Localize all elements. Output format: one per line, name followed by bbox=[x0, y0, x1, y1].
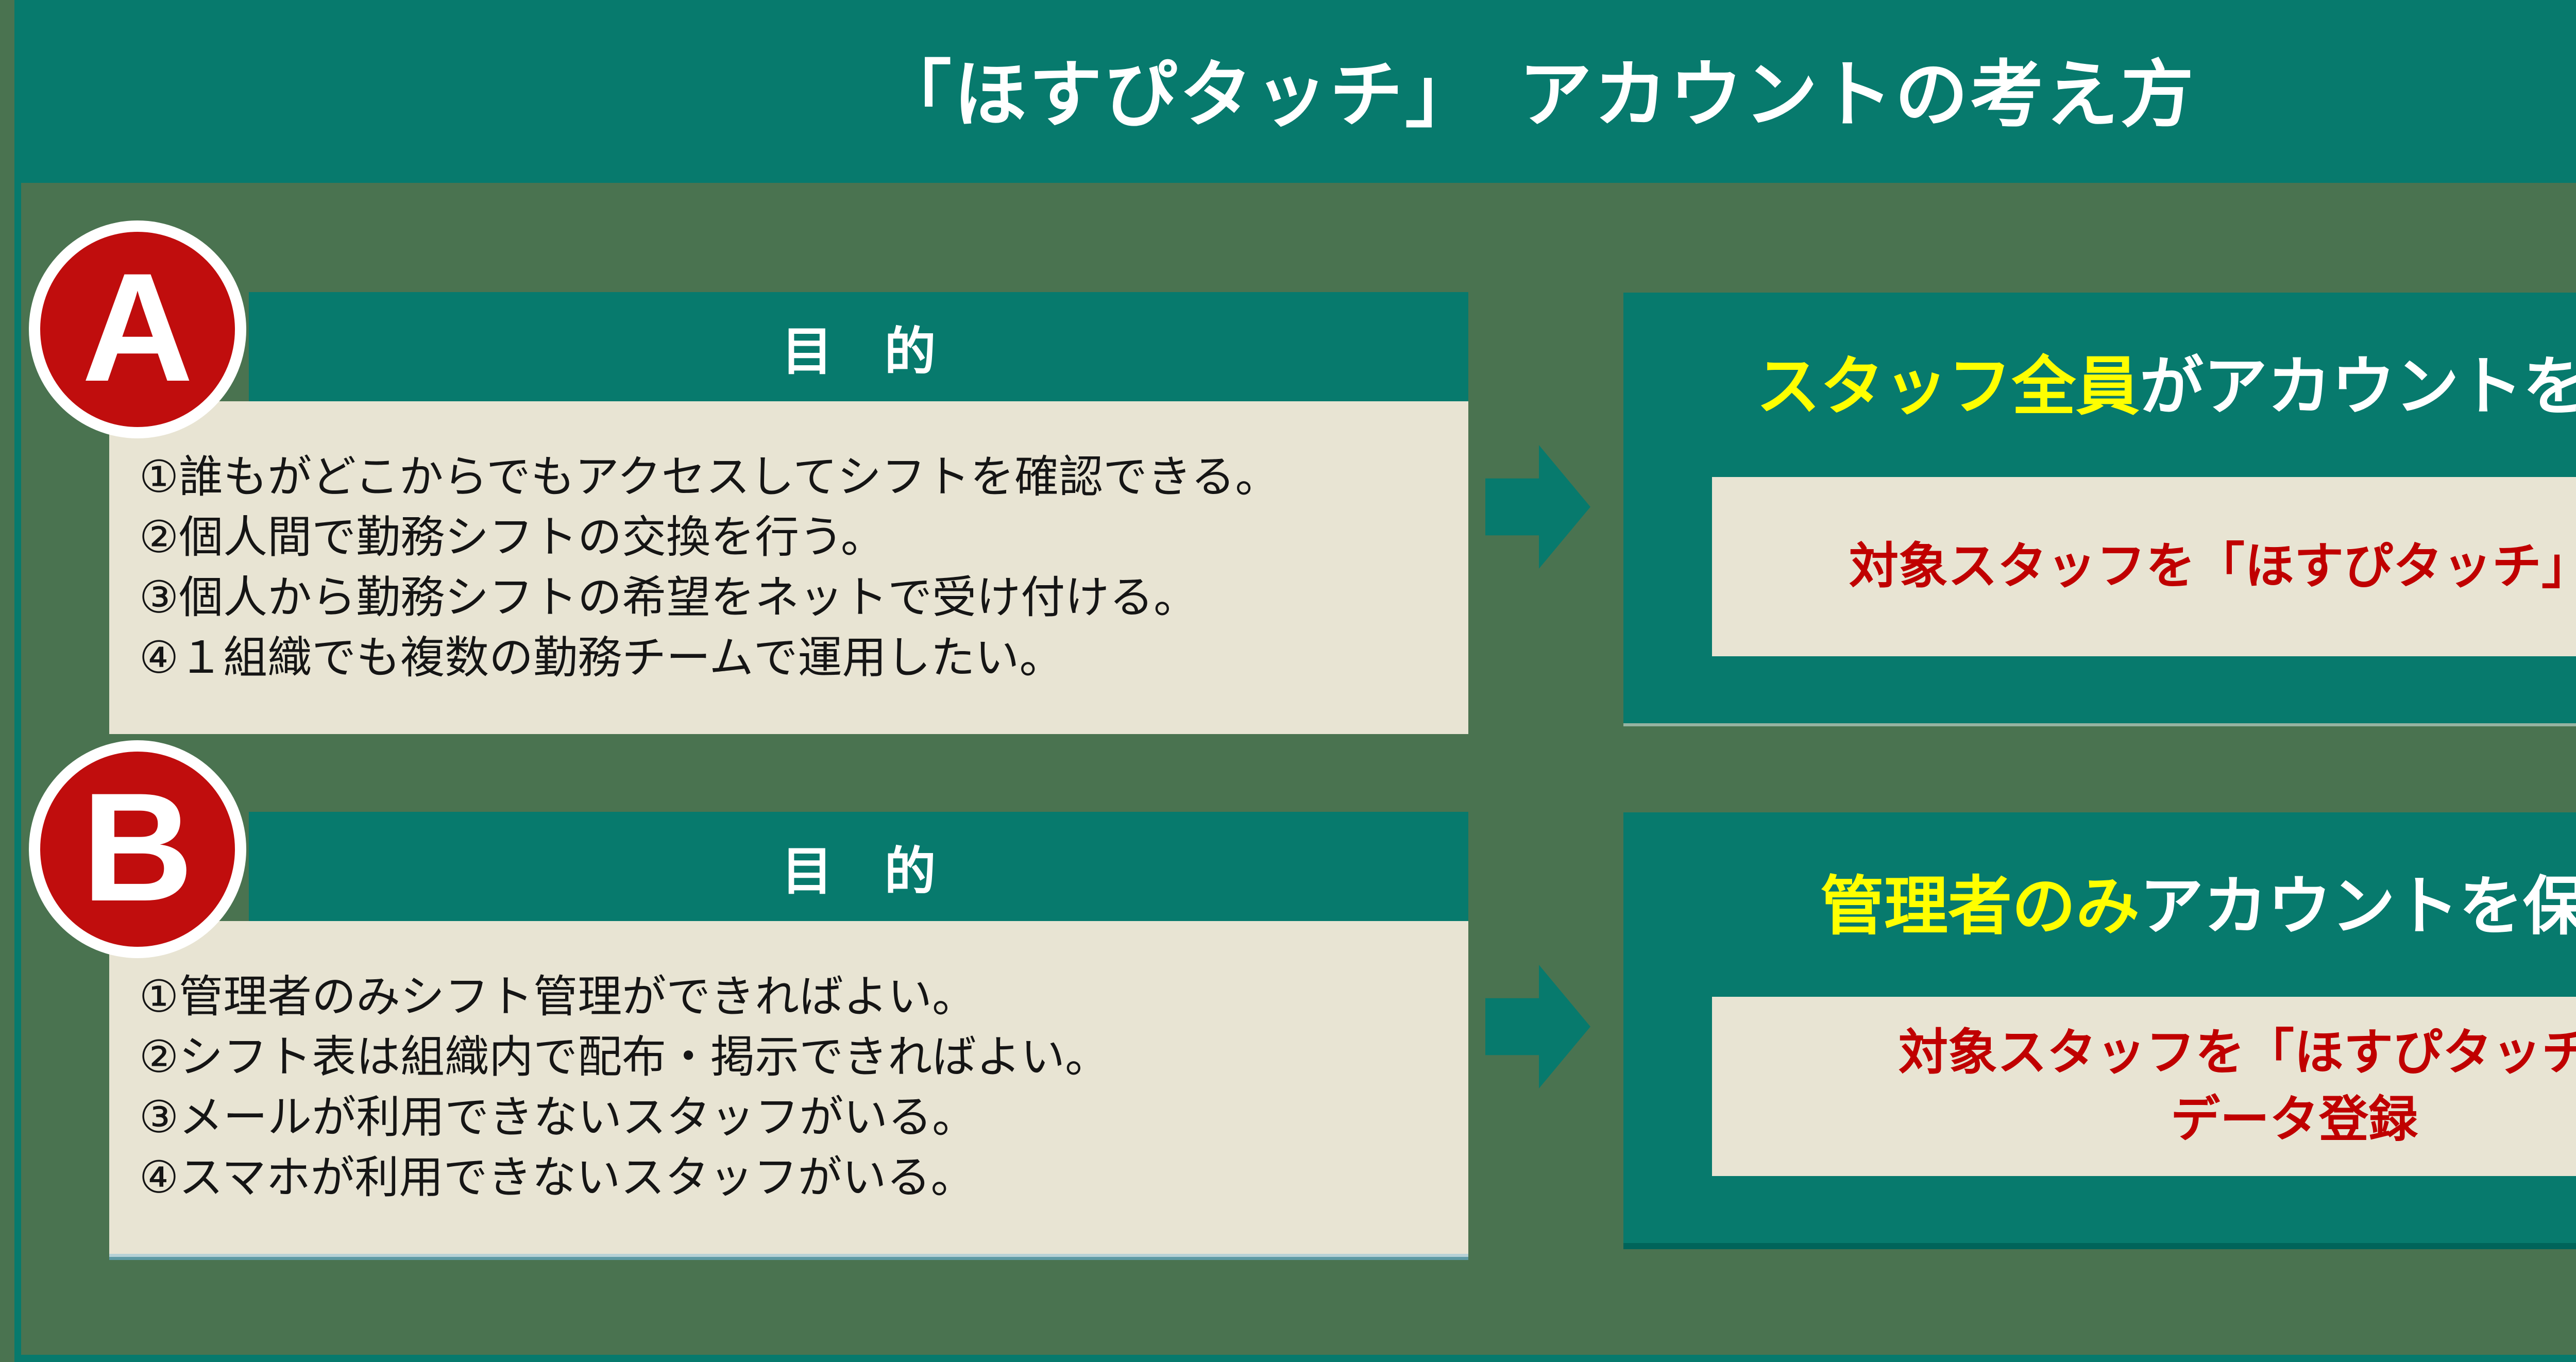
section-a-badge: A bbox=[29, 220, 246, 438]
list-item: ②個人間で勤務シフトの交換を行う。 bbox=[139, 513, 885, 562]
list-item: ①誰もがどこからでもアクセスしてシフトを確認できる。 bbox=[139, 452, 1280, 502]
section-b-action-box: 対象スタッフを「ほすぴタッチ」に データ登録 bbox=[1712, 997, 2576, 1176]
section-a-purpose-header: 目 的 bbox=[249, 292, 1468, 401]
page-title: 「ほすぴタッチ」 アカウントの考え方 bbox=[878, 54, 2196, 136]
list-item: ①管理者のみシフト管理ができればよい。 bbox=[139, 972, 977, 1022]
list-item: ④スマホが利用できないスタッフがいる。 bbox=[139, 1153, 975, 1202]
section-a-heading-rest: がアカウントを保有する bbox=[2140, 351, 2576, 422]
section-b-purpose-header: 目 的 bbox=[249, 812, 1468, 921]
section-b-conclusion-panel: 管理者のみアカウントを保有する 対象スタッフを「ほすぴタッチ」に データ登録 bbox=[1623, 812, 2576, 1243]
section-b-action-text-line2: データ登録 bbox=[2171, 1092, 2418, 1147]
section-a-conclusion-panel: スタッフ全員がアカウントを保有する 対象スタッフを「ほすぴタッチ」へ招待 bbox=[1623, 293, 2576, 723]
section-a-conclusion-heading: スタッフ全員がアカウントを保有する bbox=[1623, 352, 2576, 421]
section-a-badge-letter: A bbox=[81, 240, 194, 414]
section-b-heading-highlight: 管理者のみ bbox=[1820, 871, 2140, 942]
section-b-purpose-box: ①管理者のみシフト管理ができればよい。 ②シフト表は組織内で配布・掲示できればよ… bbox=[109, 921, 1468, 1254]
section-b-purpose-title: 目 的 bbox=[781, 842, 936, 900]
section-a-action-box: 対象スタッフを「ほすぴタッチ」へ招待 bbox=[1712, 477, 2576, 656]
frame-border-bottom bbox=[14, 1355, 2576, 1362]
right-arrow-icon bbox=[1485, 445, 1590, 569]
section-b-badge: B bbox=[29, 740, 246, 958]
section-b-action-text-line1: 対象スタッフを「ほすぴタッチ」に bbox=[1899, 1025, 2576, 1080]
section-a-heading-highlight: スタッフ全員 bbox=[1756, 351, 2140, 422]
slide-header: 「ほすぴタッチ」 アカウントの考え方 bbox=[14, 0, 2576, 183]
section-a-purpose-title: 目 的 bbox=[781, 322, 936, 381]
section-b-conclusion-heading: 管理者のみアカウントを保有する bbox=[1623, 872, 2576, 941]
list-item: ④１組織でも複数の勤務チームで運用したい。 bbox=[139, 633, 1064, 683]
right-arrow-icon bbox=[1485, 965, 1590, 1088]
section-b-badge-letter: B bbox=[81, 760, 194, 933]
list-item: ②シフト表は組織内で配布・掲示できればよい。 bbox=[139, 1032, 1110, 1082]
list-item: ③メールが利用できないスタッフがいる。 bbox=[139, 1093, 977, 1142]
list-item: ③個人から勤務シフトの希望をネットで受け付ける。 bbox=[139, 573, 1198, 622]
section-a-purpose-box: ①誰もがどこからでもアクセスしてシフトを確認できる。 ②個人間で勤務シフトの交換… bbox=[109, 401, 1468, 734]
section-b-heading-rest: アカウントを保有する bbox=[2140, 871, 2576, 942]
frame-border-left bbox=[14, 0, 21, 1362]
section-a-action-text: 対象スタッフを「ほすぴタッチ」へ招待 bbox=[1849, 539, 2576, 594]
